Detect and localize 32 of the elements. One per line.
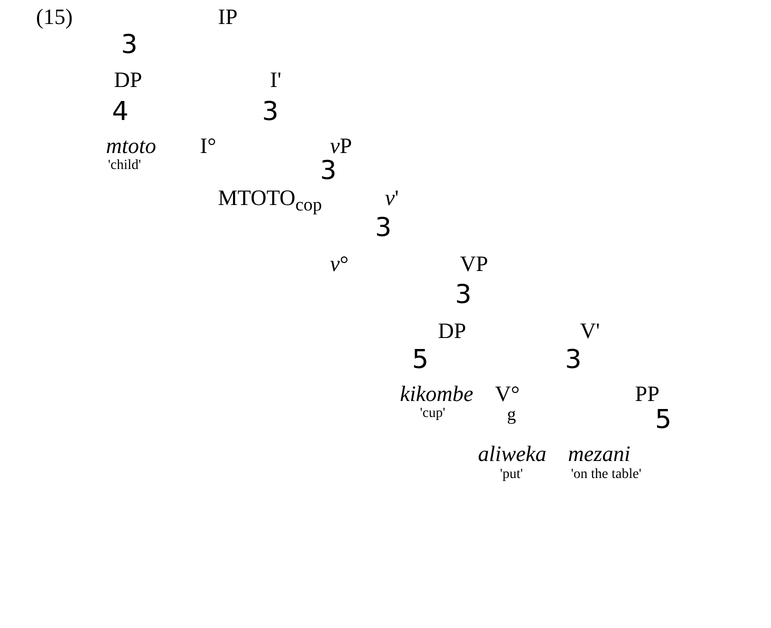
gloss-text: 'cup' xyxy=(420,406,446,422)
tree-label: V' xyxy=(580,318,600,344)
word-text: mezani xyxy=(568,441,630,467)
branch-glyph: 3 xyxy=(375,213,392,243)
branch-glyph: 3 xyxy=(455,280,472,310)
tree-label: PP xyxy=(635,381,660,407)
tree-label: v' xyxy=(385,185,399,211)
word-text: kikombe xyxy=(400,381,474,407)
tree-label: vP xyxy=(330,133,352,159)
tree-label: v° xyxy=(330,251,349,277)
word-text: mtoto xyxy=(106,133,156,159)
branch-glyph: 3 xyxy=(121,30,138,60)
gloss-text: 'put' xyxy=(500,467,523,483)
tree-label: DP xyxy=(438,318,466,344)
tree-label: IP xyxy=(218,4,238,30)
tree-label: MTOTO$_{cop}$ xyxy=(218,185,322,216)
tree-label: V° xyxy=(495,381,520,407)
tree-label: I° xyxy=(200,133,216,159)
tree-label: VP xyxy=(460,251,488,277)
branch-glyph: 3 xyxy=(565,345,582,375)
tree-label: DP xyxy=(114,67,142,93)
gloss-text: 'on the table' xyxy=(571,467,642,483)
gloss-text: 'child' xyxy=(108,158,142,174)
tree-label: I' xyxy=(270,67,282,93)
example-number: (15) xyxy=(36,4,73,30)
branch-glyph: 3 xyxy=(262,97,279,127)
branch-glyph: 5 xyxy=(412,345,429,375)
word-text: aliweka xyxy=(478,441,546,467)
branch-glyph: g xyxy=(507,404,516,425)
branch-glyph: 5 xyxy=(655,405,672,435)
branch-glyph: 4 xyxy=(112,97,129,127)
branch-glyph: 3 xyxy=(320,156,337,186)
